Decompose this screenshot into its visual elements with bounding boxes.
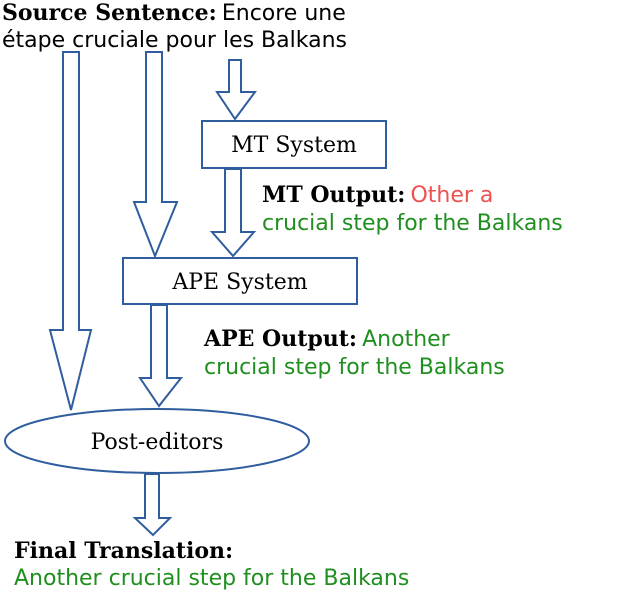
final-translation-label: Final Translation:	[14, 538, 234, 564]
mt-output-label: MT Output:	[262, 182, 406, 208]
ape-output-text-2: crucial step for the Balkans	[204, 355, 505, 380]
mt-system-label: MT System	[231, 133, 357, 158]
source-sentence-text-1: Encore une	[221, 1, 346, 26]
arrow-post-editors-to-final	[132, 473, 173, 537]
mt-output-correct-text: crucial step for the Balkans	[262, 211, 563, 236]
ape-system-label: APE System	[171, 270, 307, 295]
source-sentence-label: Source Sentence:	[2, 0, 217, 26]
ape-system-box	[122, 257, 358, 305]
mt-output-line1: MT Output: Other a	[262, 180, 493, 212]
ape-output-line1: APE Output: Another	[204, 324, 450, 356]
arrow-source-to-post-editors	[48, 51, 93, 411]
source-sentence-text-2: étape cruciale pour les Balkans	[2, 28, 347, 53]
ape-output-label: APE Output:	[204, 326, 358, 352]
arrow-source-to-mt	[215, 59, 257, 121]
arrow-source-to-ape	[132, 51, 179, 259]
arrow-ape-to-post-editors	[138, 304, 184, 408]
final-translation-text: Another crucial step for the Balkans	[14, 566, 410, 591]
mt-output-error-text: Other a	[410, 183, 494, 208]
ape-output-text-1: Another	[362, 327, 450, 352]
post-editors-label: Post-editors	[91, 430, 224, 455]
source-sentence-line1: Source Sentence: Encore une	[2, 0, 346, 30]
arrow-mt-to-ape	[209, 168, 257, 258]
mt-system-box	[201, 120, 387, 169]
